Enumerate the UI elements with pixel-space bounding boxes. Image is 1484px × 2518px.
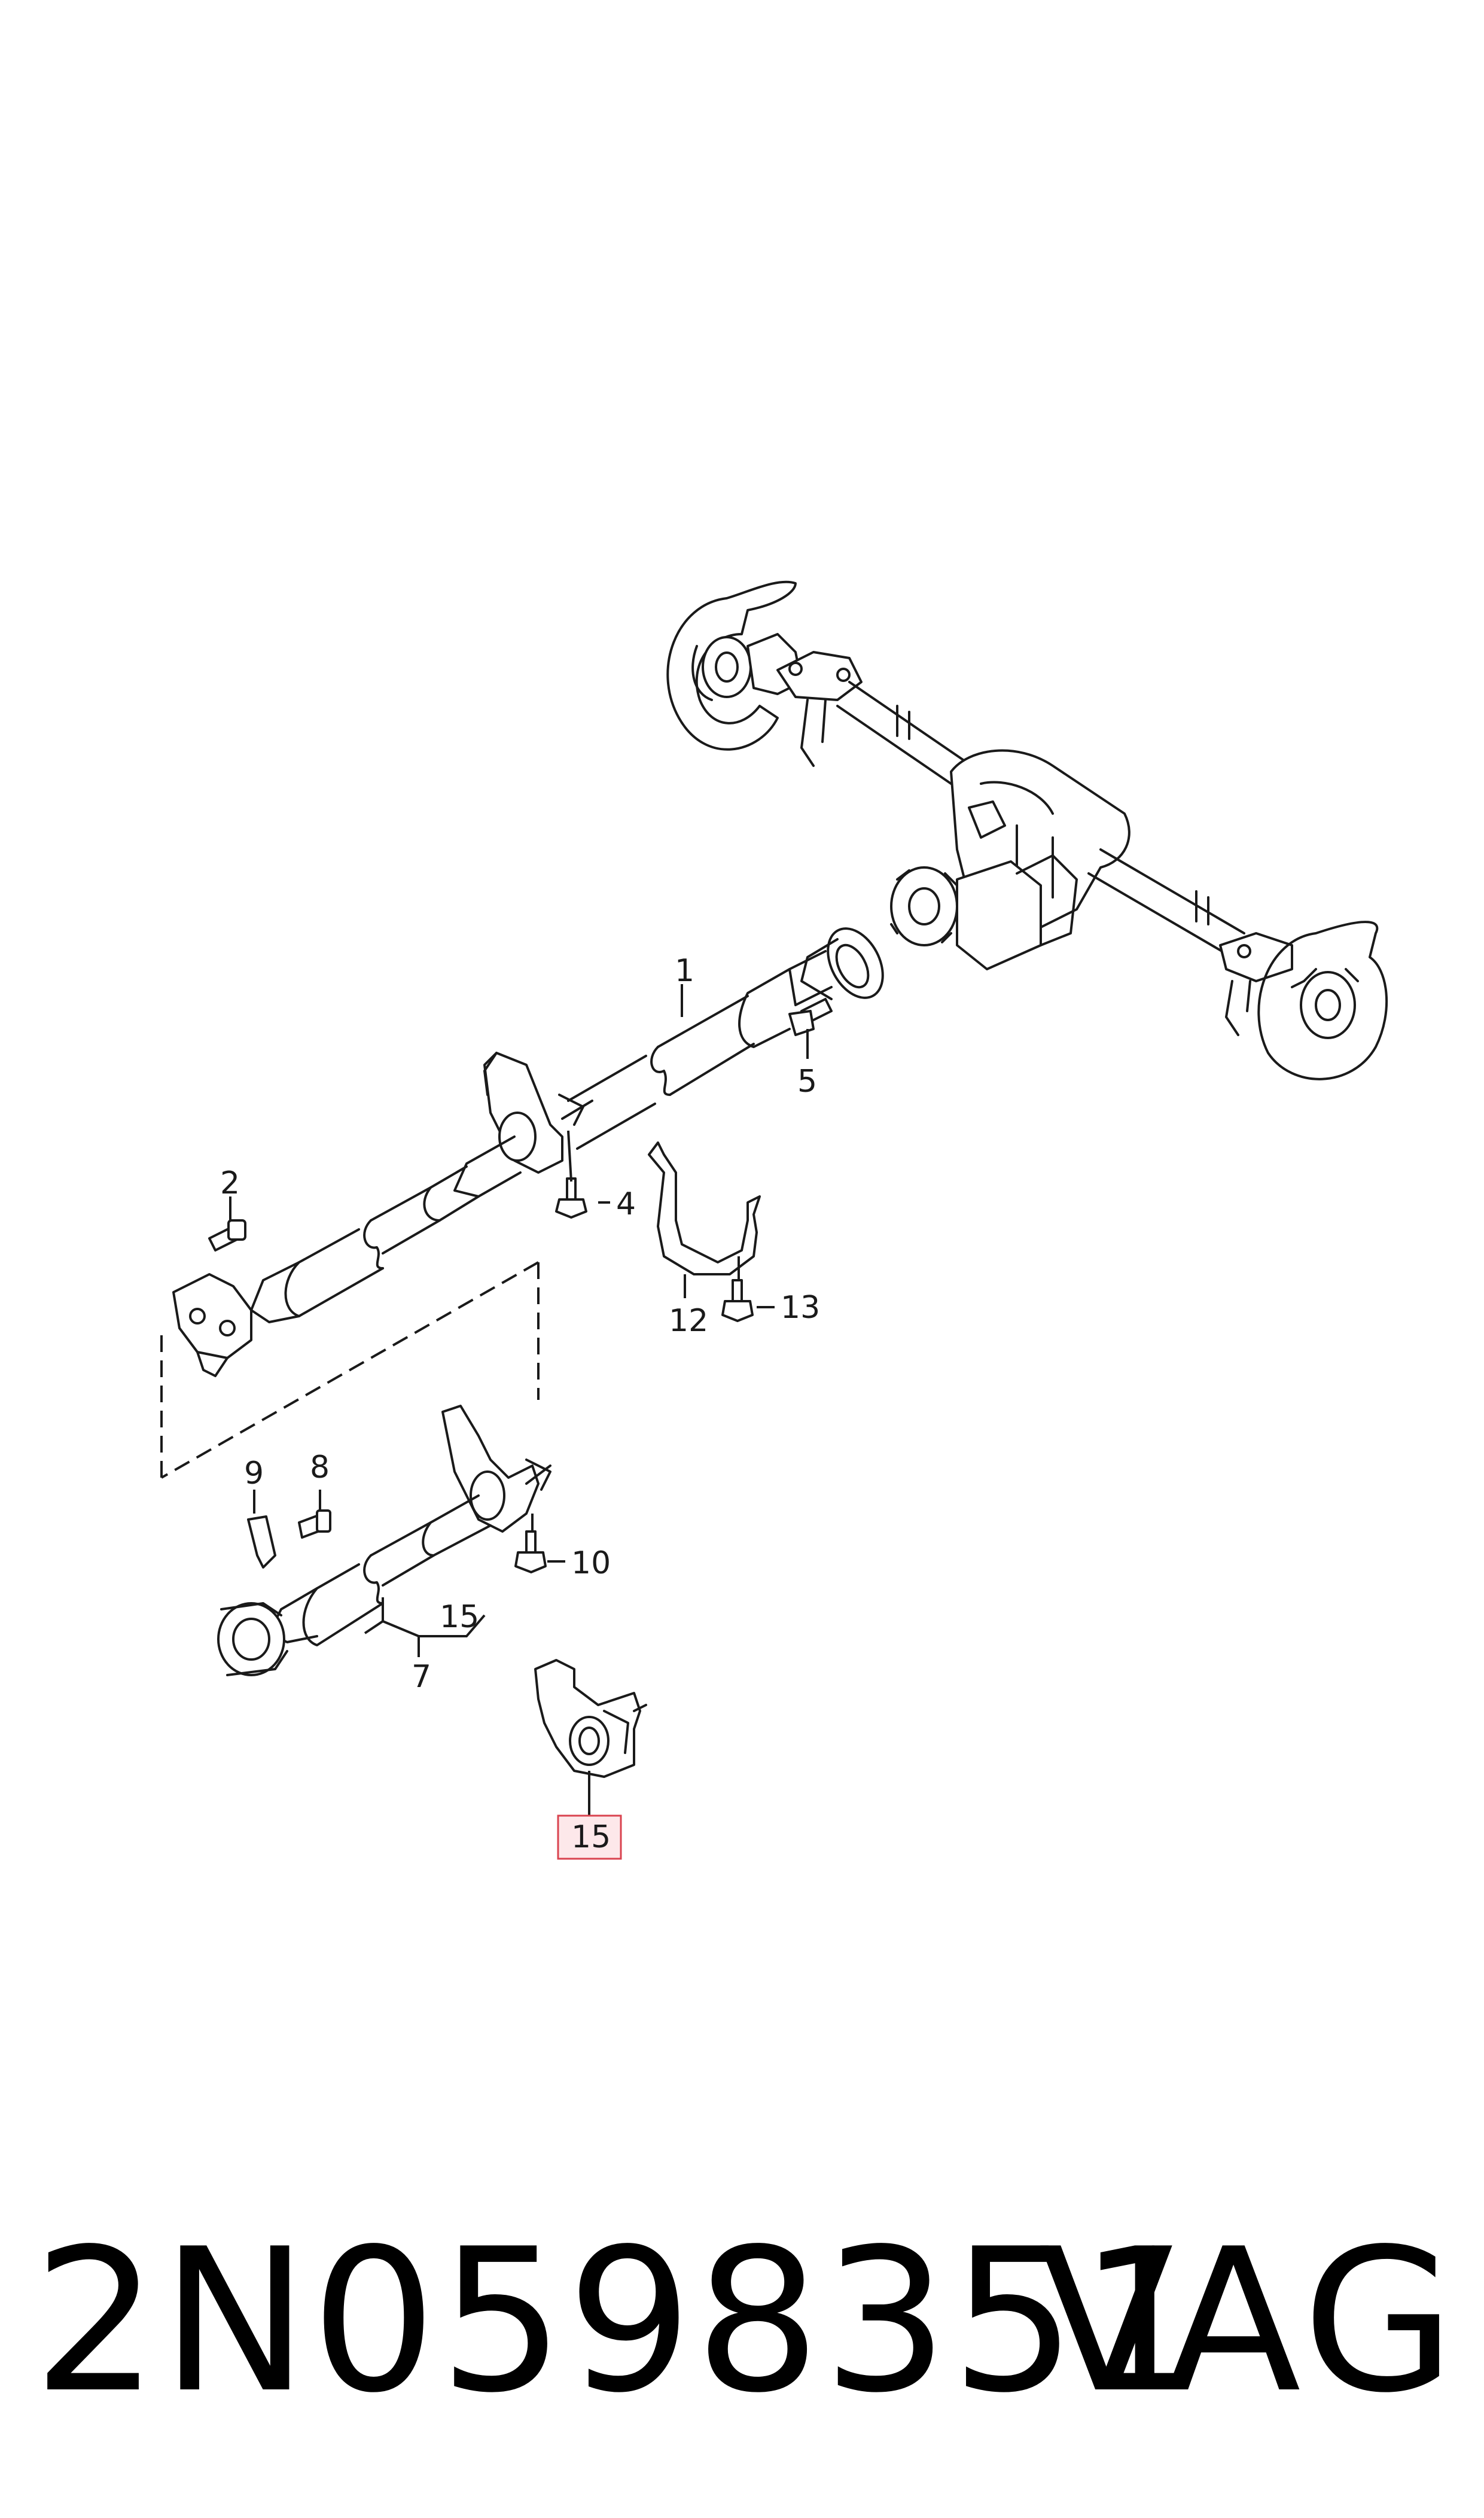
callout-4: 4	[616, 1186, 636, 1222]
callout-8: 8	[310, 1450, 330, 1485]
bolt-10	[525, 1530, 537, 1554]
callout-9: 9	[244, 1456, 264, 1491]
callout-15a: 15	[440, 1599, 479, 1635]
callout-7: 7	[412, 1659, 431, 1695]
callout-15-highlight-box	[557, 1814, 622, 1860]
bolts	[208, 998, 833, 1573]
leader-lines	[229, 984, 809, 1816]
callout-2: 2	[220, 1165, 240, 1201]
callout-12: 12	[669, 1303, 708, 1339]
rear-axle	[666, 580, 1388, 1080]
callout-15b: 15	[571, 1819, 611, 1855]
exploded-frame	[160, 1261, 540, 1479]
brand-name: VAG	[1038, 2206, 1460, 2436]
propeller-shaft-main	[172, 927, 884, 1377]
callouts: 1 2 4 5 12 13 9 8 10 15 7 15	[220, 953, 820, 1860]
bracket-12	[648, 1141, 761, 1275]
callout-13: 13	[781, 1290, 820, 1326]
footer: 2N0598351 VAG	[0, 2206, 1484, 2436]
callout-10: 10	[571, 1545, 611, 1581]
bolt-13	[732, 1279, 743, 1302]
propeller-shaft-front	[217, 1405, 551, 1676]
part-number: 2N0598351	[33, 2206, 1207, 2436]
callout-5: 5	[797, 1064, 817, 1100]
callout-1: 1	[675, 953, 694, 989]
bolt-4	[566, 1177, 577, 1201]
center-bearing-15	[534, 1659, 647, 1778]
